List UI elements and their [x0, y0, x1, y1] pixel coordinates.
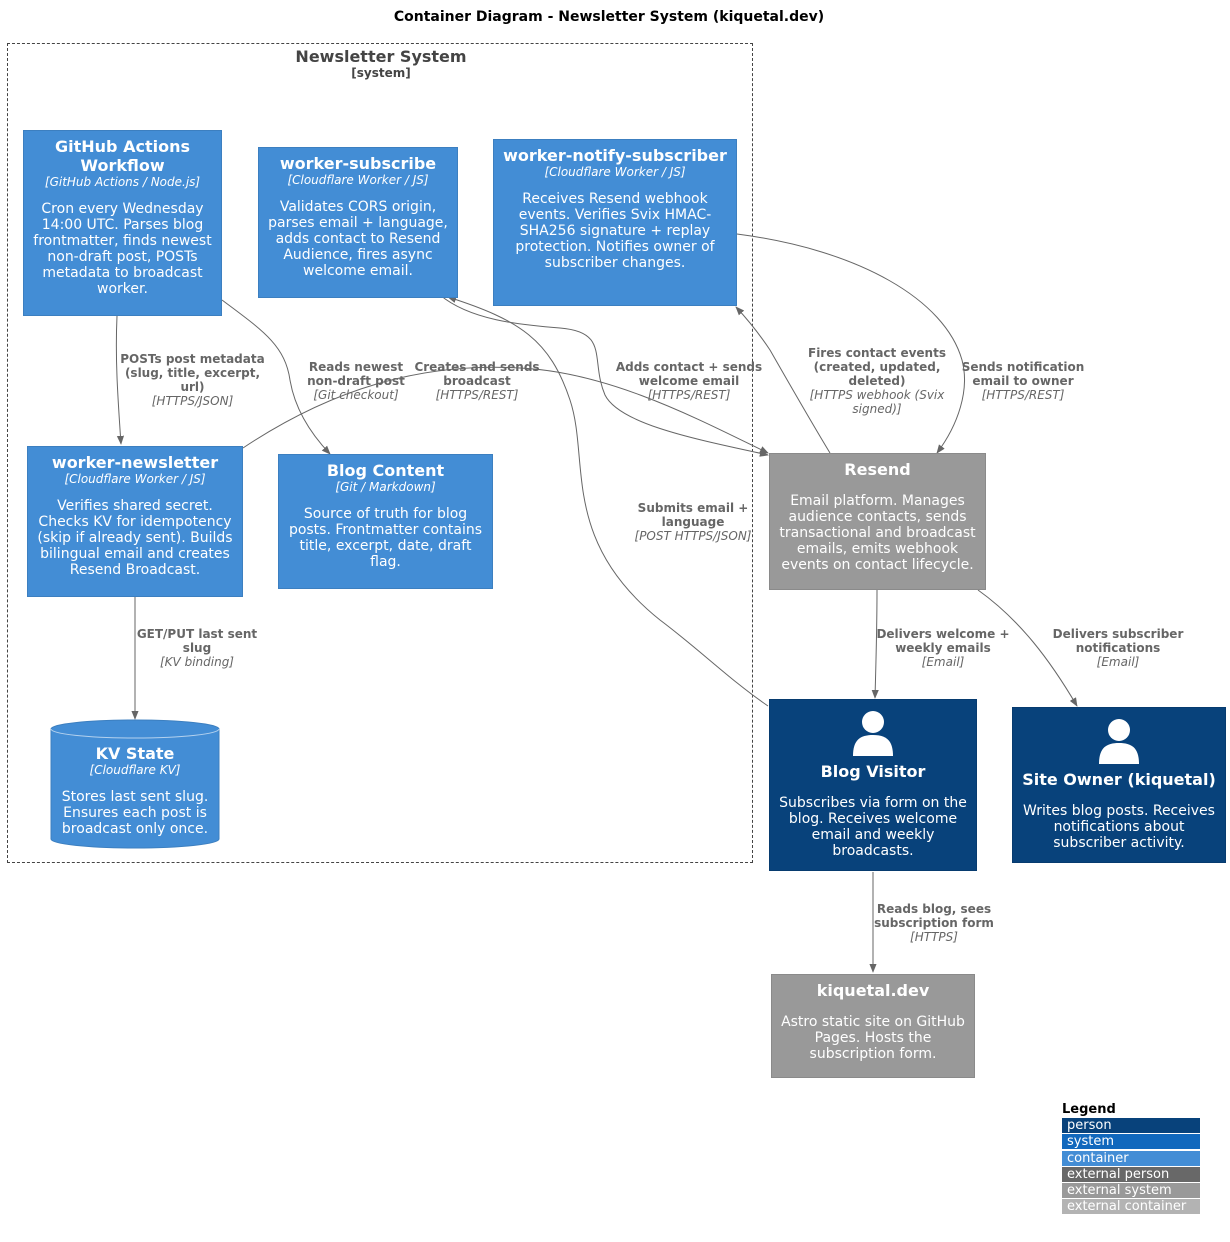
system-boundary: Newsletter System [system]: [7, 43, 753, 863]
edge-label-text: Creates and sends broadcast: [414, 360, 540, 388]
edge-gha-newsletter: [115, 315, 125, 445]
node-tech: [Cloudflare KV]: [89, 763, 181, 777]
legend-item-person: person: [1062, 1118, 1200, 1133]
person-icon: [1099, 719, 1139, 764]
node-desc: Validates CORS origin, parses email + la…: [268, 199, 448, 279]
node-tech: [Git / Markdown]: [335, 480, 436, 494]
edge-label-text: POSTs post metadata (slug, title, excerp…: [120, 352, 265, 394]
edge-label-adds-contact: Adds contact + sends welcome email [HTTP…: [612, 360, 766, 402]
edge-notify-owner: [736, 233, 965, 454]
edge-label-sends-notification: Sends notification email to owner [HTTPS…: [956, 360, 1090, 402]
edge-label-tech: [HTTPS/REST]: [647, 388, 731, 402]
node-kv-state: KV State [Cloudflare KV] Stores last sen…: [50, 744, 220, 837]
node-tech: [Cloudflare Worker / JS]: [287, 173, 429, 187]
boundary-type: [system]: [351, 66, 411, 80]
edge-label-text: Delivers subscriber notifications: [1052, 627, 1184, 655]
edge-label-text: GET/PUT last sent slug: [136, 627, 258, 655]
edge-label-tech: [HTTPS]: [910, 930, 958, 944]
node-name: worker-newsletter: [51, 453, 219, 472]
node-kiquetal-dev[interactable]: kiquetal.dev Astro static site on GitHub…: [771, 974, 975, 1078]
edge-subscribe-resend: [439, 294, 769, 457]
node-desc: Writes blog posts. Receives notification…: [1023, 803, 1215, 851]
edge-label-post-metadata: POSTs post metadata (slug, title, excerp…: [115, 352, 270, 408]
node-name: Blog Visitor: [820, 762, 926, 781]
edge-label-text: Submits email + language: [637, 501, 749, 529]
node-desc: Source of truth for blog posts. Frontmat…: [288, 506, 483, 570]
node-name: worker-subscribe: [279, 154, 437, 173]
node-worker-newsletter[interactable]: worker-newsletter [Cloudflare Worker / J…: [27, 446, 243, 597]
edge-label-fires-events: Fires contact events (created, updated, …: [800, 346, 954, 416]
legend-item-external-person: external person: [1062, 1166, 1200, 1182]
edge-label-reads-blog: Reads blog, sees subscription form [HTTP…: [870, 902, 998, 944]
legend-item-external-system: external system: [1062, 1183, 1200, 1199]
person-icon: [853, 711, 893, 756]
edge-label-tech: [HTTPS/JSON]: [151, 394, 234, 408]
edge-label-creates-broadcast: Creates and sends broadcast [HTTPS/REST]: [410, 360, 544, 402]
edge-visitor-subscribe: [447, 296, 769, 707]
node-site-owner[interactable]: Site Owner (kiquetal) Writes blog posts.…: [1012, 707, 1226, 863]
node-blog-visitor[interactable]: Blog Visitor Subscribes via form on the …: [769, 699, 977, 871]
node-name: Site Owner (kiquetal): [1022, 770, 1216, 789]
edge-resend-notify: [735, 306, 831, 454]
edge-label-tech: [POST HTTPS/JSON]: [634, 529, 752, 543]
edge-label-tech: [Git checkout]: [313, 388, 399, 402]
node-desc: Astro static site on GitHub Pages. Hosts…: [781, 1014, 965, 1062]
node-name: Resend: [844, 460, 911, 479]
node-tech: [Cloudflare Worker / JS]: [64, 472, 206, 486]
node-desc: Cron every Wednesday 14:00 UTC. Parses b…: [33, 201, 212, 297]
node-tech: [GitHub Actions / Node.js]: [44, 175, 201, 189]
edge-label-delivers-notifications: Delivers subscriber notifications [Email…: [1044, 627, 1192, 669]
edge-label-tech: [HTTPS/REST]: [981, 388, 1065, 402]
legend-item-external-container: external container: [1062, 1199, 1200, 1215]
node-github-actions-workflow[interactable]: GitHub Actions Workflow [GitHub Actions …: [23, 130, 222, 316]
node-tech: [Cloudflare Worker / JS]: [544, 165, 686, 179]
node-worker-subscribe[interactable]: worker-subscribe [Cloudflare Worker / JS…: [258, 147, 458, 298]
edge-gha-blog: [221, 299, 331, 455]
node-name: kiquetal.dev: [816, 981, 930, 1000]
node-blog-content[interactable]: Blog Content [Git / Markdown] Source of …: [278, 454, 493, 589]
node-resend[interactable]: Resend Email platform. Manages audience …: [769, 453, 986, 590]
edge-label-text: Delivers welcome + weekly emails: [876, 627, 1010, 655]
node-desc: Subscribes via form on the blog. Receive…: [779, 795, 967, 859]
edge-label-get-put: GET/PUT last sent slug [KV binding]: [130, 627, 264, 669]
diagram-title: Container Diagram - Newsletter System (k…: [393, 9, 825, 25]
legend: Legend person system container external …: [1062, 1102, 1200, 1216]
node-kv-state-shape[interactable]: [50, 719, 220, 849]
edge-label-tech: [KV binding]: [160, 655, 234, 669]
edge-label-submits-email: Submits email + language [POST HTTPS/JSO…: [630, 501, 756, 543]
node-worker-notify-subscriber[interactable]: worker-notify-subscriber [Cloudflare Wor…: [493, 139, 737, 306]
edge-resend-visitor: [871, 589, 879, 699]
edge-label-tech: [Email]: [921, 655, 965, 669]
edge-label-text: Reads newest non-draft post: [307, 360, 405, 388]
edge-label-text: Reads blog, sees subscription form: [874, 902, 994, 930]
node-desc: Verifies shared secret. Checks KV for id…: [37, 498, 233, 578]
edge-label-reads-newest: Reads newest non-draft post [Git checkou…: [300, 360, 412, 402]
node-desc: Receives Resend webhook events. Verifies…: [515, 191, 715, 271]
edge-label-text: Fires contact events (created, updated, …: [808, 346, 946, 388]
edge-resend-owner: [977, 589, 1078, 707]
boundary-title: Newsletter System: [295, 47, 467, 66]
edge-label-tech: [Email]: [1096, 655, 1140, 669]
node-desc: Email platform. Manages audience contact…: [779, 493, 976, 573]
node-name: GitHub Actions Workflow: [55, 137, 190, 175]
node-name: Blog Content: [326, 461, 445, 480]
node-desc: Stores last sent slug. Ensures each post…: [61, 789, 209, 837]
edge-label-text: Sends notification email to owner: [961, 360, 1085, 388]
edge-newsletter-resend: [242, 366, 769, 454]
node-name: KV State: [95, 744, 175, 763]
edge-label-delivers-welcome: Delivers welcome + weekly emails [Email]: [870, 627, 1016, 669]
legend-item-system: system: [1062, 1134, 1200, 1150]
legend-title: Legend: [1062, 1102, 1116, 1117]
legend-item-container: container: [1062, 1150, 1200, 1166]
edge-label-tech: [HTTPS webhook (Svix signed)]: [809, 388, 945, 416]
edge-label-text: Adds contact + sends welcome email: [615, 360, 763, 388]
edge-label-tech: [HTTPS/REST]: [435, 388, 519, 402]
node-name: worker-notify-subscriber: [503, 146, 727, 165]
